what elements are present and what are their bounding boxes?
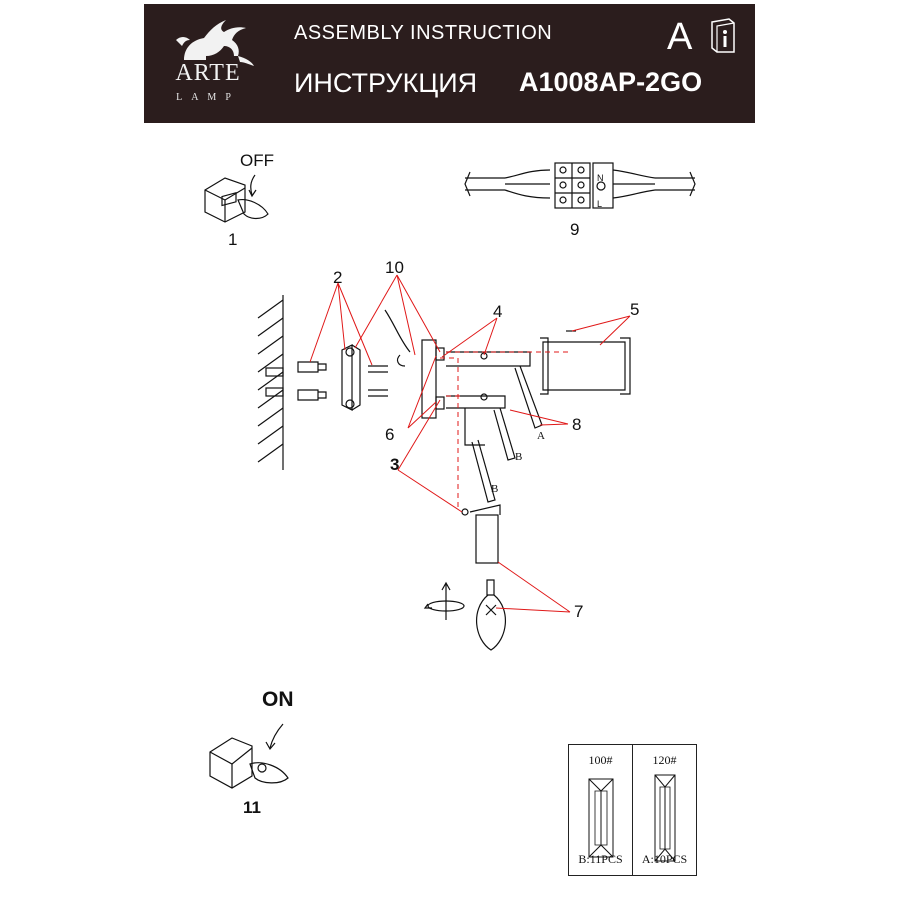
- rotate-arrow-icon: [423, 581, 465, 620]
- brand-letter: A: [667, 16, 693, 58]
- switch-off-illustration: [204, 174, 269, 223]
- step-label-1: 1: [228, 230, 238, 249]
- document-title: ASSEMBLY INSTRUCTION: [294, 22, 553, 44]
- info-book-icon: [711, 18, 735, 53]
- crystal-size-label: 120#: [652, 753, 677, 767]
- crystal-count-label: A:10PCS: [641, 852, 688, 866]
- switch-on-label: ON: [262, 688, 294, 711]
- brand-subname: LAMP: [176, 92, 240, 103]
- griffin-logo-icon: [176, 20, 254, 66]
- socket-illustration: [461, 504, 501, 564]
- canopy-plate-illustration: [421, 339, 445, 419]
- crystal-count-label: B:11PCS: [578, 852, 623, 866]
- guide-lines: [440, 351, 570, 510]
- crystal-a-icon: [654, 774, 675, 862]
- step-label-9: 9: [570, 220, 580, 239]
- crystal-a-letter: A: [537, 430, 545, 442]
- document-title-ru: ИНСТРУКЦИЯ: [294, 68, 478, 98]
- step-label-2: 2: [333, 268, 343, 287]
- arm-b-upper-illustration: [446, 393, 516, 503]
- arm-a-illustration: [446, 351, 543, 429]
- step-label-5: 5: [630, 300, 640, 319]
- brand-name: ARTE: [175, 60, 241, 86]
- switch-on-illustration: [209, 723, 289, 789]
- step-label-7: 7: [574, 602, 584, 621]
- terminal-block-illustration: [464, 162, 696, 209]
- step-label-6: 6: [385, 425, 395, 444]
- shade-illustration: [540, 330, 631, 395]
- bulb-illustration: [475, 579, 507, 651]
- step-label-11: 11: [243, 798, 261, 817]
- crystal-b-icon: [588, 778, 613, 858]
- dowels-illustration: [297, 361, 327, 401]
- crystal-size-label: 100#: [588, 753, 613, 767]
- crystal-b-letter: B: [515, 451, 522, 463]
- switch-off-label: OFF: [240, 151, 274, 170]
- step-label-8: 8: [572, 415, 582, 434]
- model-number: A1008AP-2GO: [519, 67, 703, 97]
- callout-lines: [309, 274, 631, 613]
- step-label-4: 4: [493, 302, 503, 321]
- crystal-cell-b: 100# B:11PCS: [569, 745, 632, 875]
- terminal-n-letter: N: [597, 173, 604, 183]
- terminal-l-letter: L: [597, 199, 602, 209]
- wall-illustration: [257, 295, 284, 470]
- header-banner: ARTE LAMP ASSEMBLY INSTRUCTION ИНСТРУКЦИ…: [144, 4, 755, 123]
- crystal-b2-letter: B: [491, 483, 498, 495]
- mounting-bracket-illustration: [341, 344, 388, 411]
- crystal-cell-a: 120# A:10PCS: [632, 745, 696, 875]
- crystal-count-table: 100# B:11PCS 120# A:10PCS: [568, 744, 697, 876]
- step-label-3: 3: [390, 455, 400, 474]
- wires-illustration: [384, 309, 411, 367]
- step-label-10: 10: [385, 258, 404, 277]
